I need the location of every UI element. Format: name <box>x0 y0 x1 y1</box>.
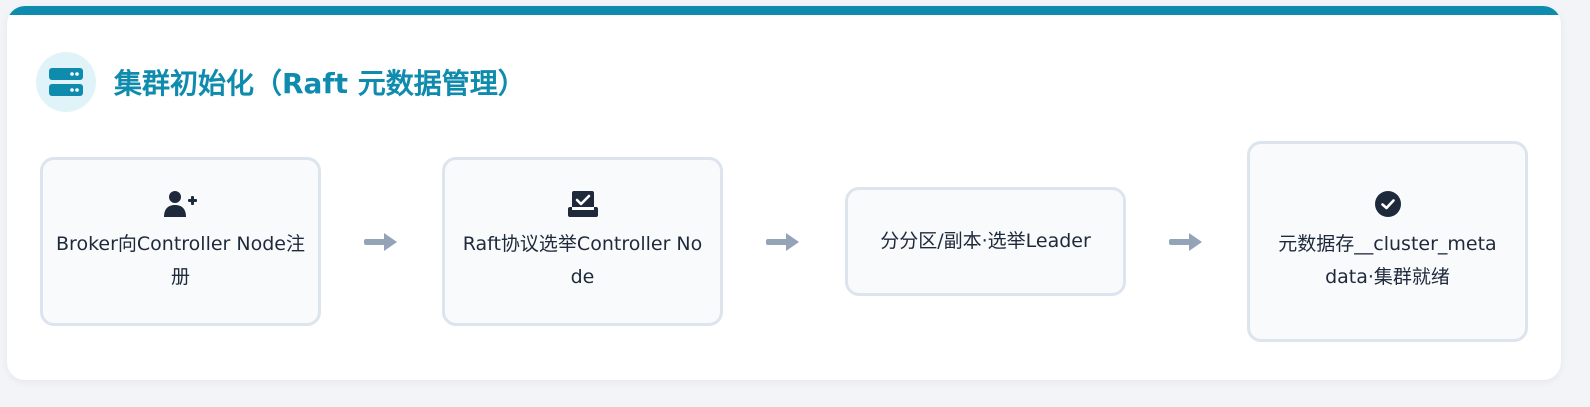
flow-arrow <box>364 233 397 251</box>
step-box-metadata-ready: 元数据存__cluster_metadata·集群就绪 <box>1247 141 1528 342</box>
step-label: Broker向Controller Node注册 <box>56 232 305 288</box>
flow-arrow <box>766 233 799 251</box>
step-box-raft-election: Raft协议选举Controller Node <box>442 157 723 326</box>
check-circle-icon <box>1374 190 1402 218</box>
step-box-partition-leader: 分分区/副本·选举Leader <box>845 187 1126 296</box>
step-label: Raft协议选举Controller Node <box>462 232 703 288</box>
server-icon <box>36 52 96 112</box>
step-label: 元数据存__cluster_metadata·集群就绪 <box>1278 232 1497 288</box>
step-label: 分分区/副本·选举Leader <box>880 230 1091 252</box>
card-accent-bar <box>7 6 1561 15</box>
vote-box-icon <box>567 190 599 218</box>
step-box-broker-register: Broker向Controller Node注册 <box>40 157 321 326</box>
card-header: 集群初始化（Raft 元数据管理） <box>36 52 526 112</box>
flow-arrow <box>1169 233 1202 251</box>
page-title: 集群初始化（Raft 元数据管理） <box>114 67 526 100</box>
user-plus-icon <box>163 190 198 218</box>
